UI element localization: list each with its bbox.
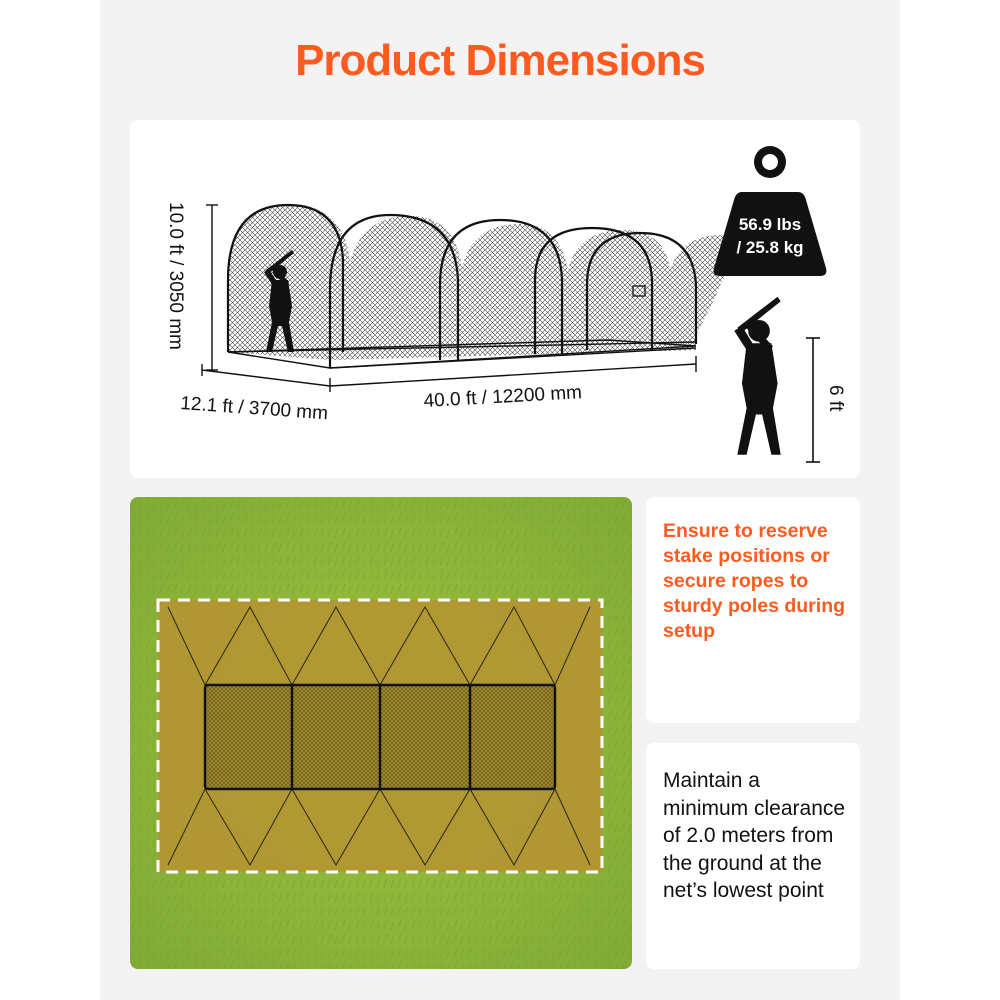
- batter-silhouette-icon: [734, 296, 781, 455]
- stake-note-card: Ensure to reserve stake positions or sec…: [646, 497, 860, 723]
- ground-layout-image: [130, 497, 632, 969]
- width-dimension-label: 12.1 ft / 3700 mm: [180, 393, 329, 424]
- weight-icon: [713, 146, 827, 276]
- batting-cage-illustration: [226, 203, 731, 369]
- person-height-line: [806, 337, 820, 463]
- height-dimension-label: 10.0 ft / 3050 mm: [165, 202, 186, 350]
- stake-layout-diagram: [130, 497, 632, 969]
- dimensions-card: 10.0 ft / 3050 mm 12.1 ft / 3700 mm 40.0…: [130, 120, 860, 478]
- cage-top-view: [203, 683, 557, 791]
- person-height-label: 6 ft: [825, 385, 846, 412]
- weight-lbs-label: 56.9 lbs: [739, 215, 801, 234]
- clearance-note-card: Maintain a minimum clearance of 2.0 mete…: [646, 743, 860, 969]
- length-dimension-label: 40.0 ft / 12200 mm: [423, 382, 582, 412]
- clearance-note-text: Maintain a minimum clearance of 2.0 mete…: [663, 769, 846, 902]
- stake-boundary: [156, 598, 604, 874]
- product-page: Product Dimensions: [100, 0, 900, 1000]
- stake-note-text: Ensure to reserve stake positions or sec…: [663, 520, 846, 642]
- cage-dimension-diagram: 10.0 ft / 3050 mm 12.1 ft / 3700 mm 40.0…: [165, 146, 846, 463]
- dimension-lines: [201, 204, 697, 392]
- page-title: Product Dimensions: [295, 36, 706, 85]
- weight-kg-label: / 25.8 kg: [736, 238, 803, 257]
